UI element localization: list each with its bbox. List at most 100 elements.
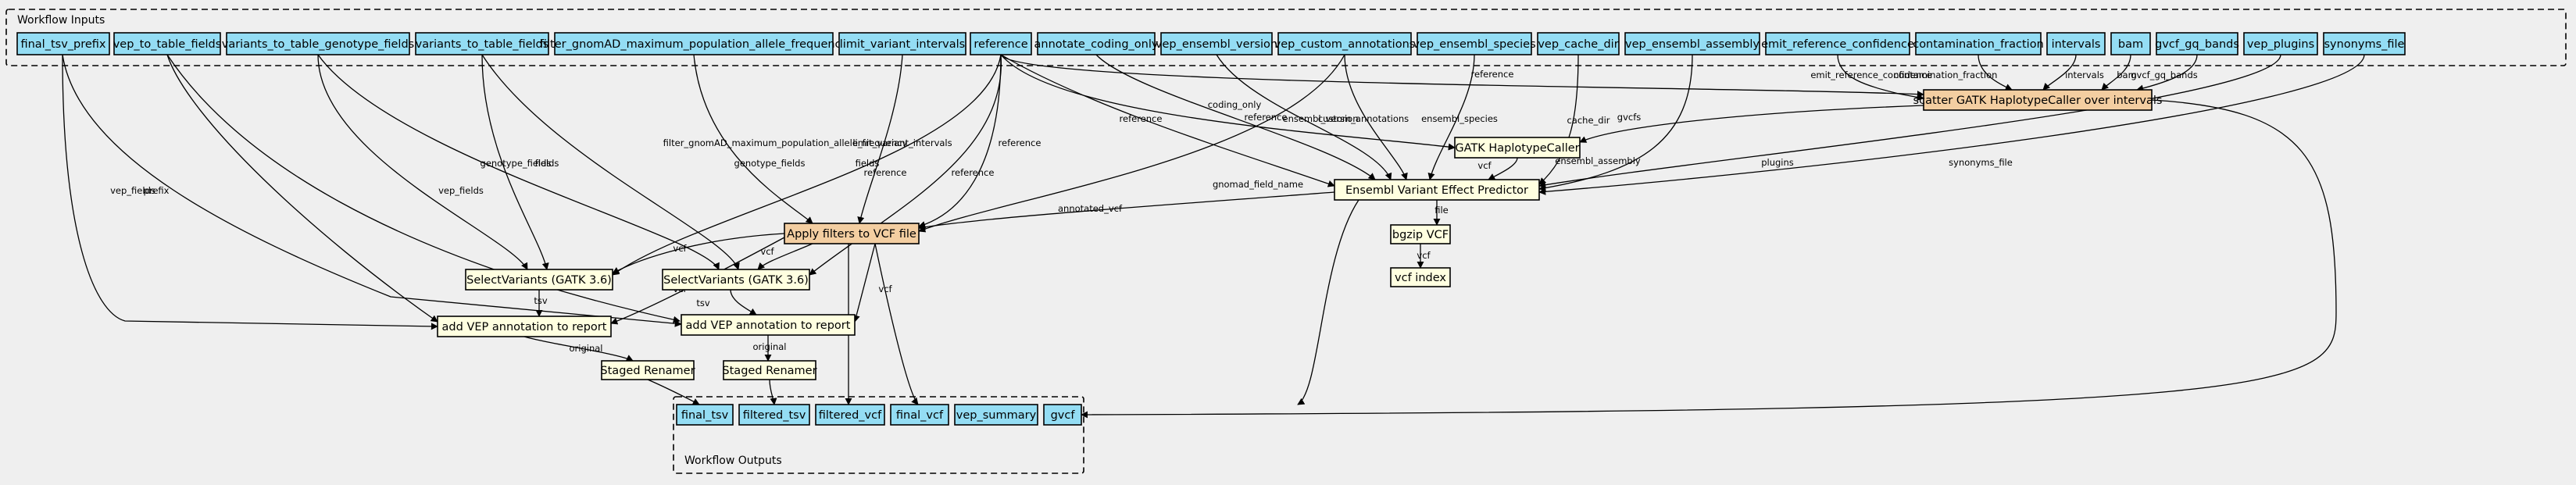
node-box xyxy=(1277,32,1412,55)
node-box xyxy=(1160,32,1273,55)
edge-final_tsv_prefix-to-addvep2: prefix xyxy=(62,54,682,327)
node-label: vep_to_table_fields xyxy=(113,38,222,51)
node-box xyxy=(437,316,612,337)
edge-label: contamination_fraction xyxy=(1894,70,1998,80)
node-box xyxy=(465,269,613,291)
edge-vep_custom_annotations-to-filter_vcf: gnomad_field_name xyxy=(918,54,1345,233)
edge-filter_gnomAD-to-filter_vcf: filter_gnomAD_maximum_population_allele_… xyxy=(663,54,908,224)
input-node-annotate-coding-only[interactable]: annotate_coding_only xyxy=(1034,32,1159,55)
input-node-emit-reference-confidence[interactable]: emit_reference_confidence xyxy=(1761,32,1914,55)
input-node-final-tsv-prefix[interactable]: final_tsv_prefix xyxy=(16,32,110,55)
edge-label: original xyxy=(753,341,787,352)
node-label: intervals xyxy=(2052,38,2101,51)
node-box xyxy=(2243,32,2318,55)
node-label: synonyms_file xyxy=(2324,38,2405,51)
edge-annotate_coding_only-to-vep: coding_only xyxy=(1095,54,1376,180)
edge-label: prefix xyxy=(0,0,13,2)
node-label: contamination_fraction xyxy=(1913,38,2044,51)
node-label: bam xyxy=(2118,38,2143,51)
edge-line xyxy=(317,54,528,270)
edge-line xyxy=(166,54,438,323)
output-node-out-filtered-vcf[interactable]: filtered_vcf xyxy=(815,404,885,426)
input-node-synonyms-file[interactable]: synonyms_file xyxy=(2323,32,2406,55)
step-node-bgzip[interactable]: bgzip VCF xyxy=(1390,224,1451,244)
step-node-select2[interactable]: SelectVariants (GATK 3.6) xyxy=(662,269,810,291)
edge-line xyxy=(918,54,1345,233)
node-label: vep_ensembl_species xyxy=(1413,38,1535,51)
edge-label: genotype_fields xyxy=(481,158,552,169)
edge-reference-to-scatter_hc: reference xyxy=(1000,54,1924,98)
output-node-out-filtered-tsv[interactable]: filtered_tsv xyxy=(738,404,810,426)
input-node-reference[interactable]: reference xyxy=(970,32,1032,55)
output-node-out-final-tsv[interactable]: final_tsv xyxy=(676,404,734,426)
step-node-select1[interactable]: SelectVariants (GATK 3.6) xyxy=(465,269,613,291)
input-node-variants-to-table-genotype-fields[interactable]: variants_to_table_genotype_fields xyxy=(222,32,414,55)
input-node-vep-plugins[interactable]: vep_plugins xyxy=(2243,32,2318,55)
input-node-gvcf-gq-bands[interactable]: gvcf_gq_bands xyxy=(2155,32,2239,55)
edge-line xyxy=(874,243,919,405)
edge-reference-to-vep: reference xyxy=(1000,54,1335,187)
edge-reference-to-select1: reference xyxy=(612,54,1002,276)
step-node-vcf-index[interactable]: vcf index xyxy=(1390,267,1451,287)
node-label: add VEP annotation to report xyxy=(442,321,607,333)
edge-gatk_hc-to-vep: vcf xyxy=(1477,157,1518,180)
edge-line xyxy=(481,54,549,270)
input-node-limit-variant-intervals[interactable]: limit_variant_intervals xyxy=(838,32,966,55)
node-label: vcf index xyxy=(1395,272,1446,284)
node-box xyxy=(954,404,1038,426)
node-label: vep_custom_annotations xyxy=(1274,38,1416,51)
edge-line xyxy=(857,54,903,224)
node-box xyxy=(681,314,856,336)
node-label: variants_to_table_fields xyxy=(416,38,549,51)
step-node-rename2[interactable]: Staged Renamer xyxy=(722,360,817,380)
edge-vep_to_table_fields-to-addvep2: vep_fields xyxy=(166,54,681,323)
node-box xyxy=(1537,32,1620,55)
output-node-out-gvcf[interactable]: gvcf xyxy=(1043,404,1082,426)
node-box xyxy=(1923,89,2153,111)
edge-line xyxy=(1000,54,1335,187)
edge-label: fields xyxy=(535,158,559,169)
edge-line xyxy=(1538,54,2365,195)
input-node-filter-gnomAD[interactable]: filter_gnomAD_maximum_population_allele_… xyxy=(540,32,849,55)
scatter-node-filter-vcf[interactable]: Apply filters to VCF file xyxy=(784,223,920,244)
edge-line xyxy=(1837,54,1924,101)
edge-label: reference xyxy=(864,167,907,178)
input-node-variants-to-table-fields[interactable]: variants_to_table_fields xyxy=(415,32,549,55)
step-node-vep[interactable]: Ensembl Variant Effect Predictor xyxy=(1334,179,1540,201)
input-node-vep-custom-annotations[interactable]: vep_custom_annotations xyxy=(1274,32,1416,55)
node-box xyxy=(815,404,885,426)
scatter-node-scatter-hc[interactable]: scatter GATK HaplotypeCaller over interv… xyxy=(1913,89,2163,111)
node-box xyxy=(1417,32,1532,55)
edge-synonyms_file-to-vep: synonyms_file xyxy=(1538,54,2365,195)
input-node-bam[interactable]: bam xyxy=(2110,32,2151,55)
input-node-contamination-fraction[interactable]: contamination_fraction xyxy=(1913,32,2044,55)
output-node-out-vep-summary[interactable]: vep_summary xyxy=(954,404,1038,426)
edge-label: bam xyxy=(2117,70,2137,80)
input-node-intervals[interactable]: intervals xyxy=(2046,32,2106,55)
edge-label: gvcf_gq_bands xyxy=(2131,70,2198,80)
node-label: reference xyxy=(974,38,1027,51)
output-node-out-final-vcf[interactable]: final_vcf xyxy=(890,404,949,426)
step-node-addvep1[interactable]: add VEP annotation to report xyxy=(437,316,612,337)
step-node-addvep2[interactable]: add VEP annotation to report xyxy=(681,314,856,336)
node-label: filtered_tsv xyxy=(743,409,806,422)
edge-select1-to-addvep1: tsv xyxy=(534,290,548,317)
node-label: vep_cache_dir xyxy=(1538,38,1618,51)
input-node-vep-to-table-fields[interactable]: vep_to_table_fields xyxy=(113,32,222,55)
edge-line xyxy=(317,54,720,270)
edge-line xyxy=(62,54,438,330)
input-node-vep-ensembl-version[interactable]: vep_ensembl_version xyxy=(1156,32,1277,55)
step-node-gatk-hc[interactable]: GATK HaplotypeCaller xyxy=(1454,137,1581,159)
edge-label: vep_fields xyxy=(438,185,484,196)
edge-vep_ensembl_species-to-vep: ensembl_species xyxy=(1421,54,1498,180)
edge-emit_reference_confidence-to-scatter_hc: emit_reference_confidence xyxy=(1810,54,1932,101)
edge-line xyxy=(1488,157,1518,180)
step-node-rename1[interactable]: Staged Renamer xyxy=(600,360,695,380)
edge-label: ensembl_version xyxy=(1283,113,1359,124)
edge-line xyxy=(918,54,1002,228)
input-node-vep-cache-dir[interactable]: vep_cache_dir xyxy=(1537,32,1620,55)
input-node-vep-ensembl-assembly[interactable]: vep_ensembl_assembly xyxy=(1624,32,1760,55)
edge-label: reference xyxy=(1120,113,1163,124)
input-node-vep-ensembl-species[interactable]: vep_ensembl_species xyxy=(1413,32,1536,55)
